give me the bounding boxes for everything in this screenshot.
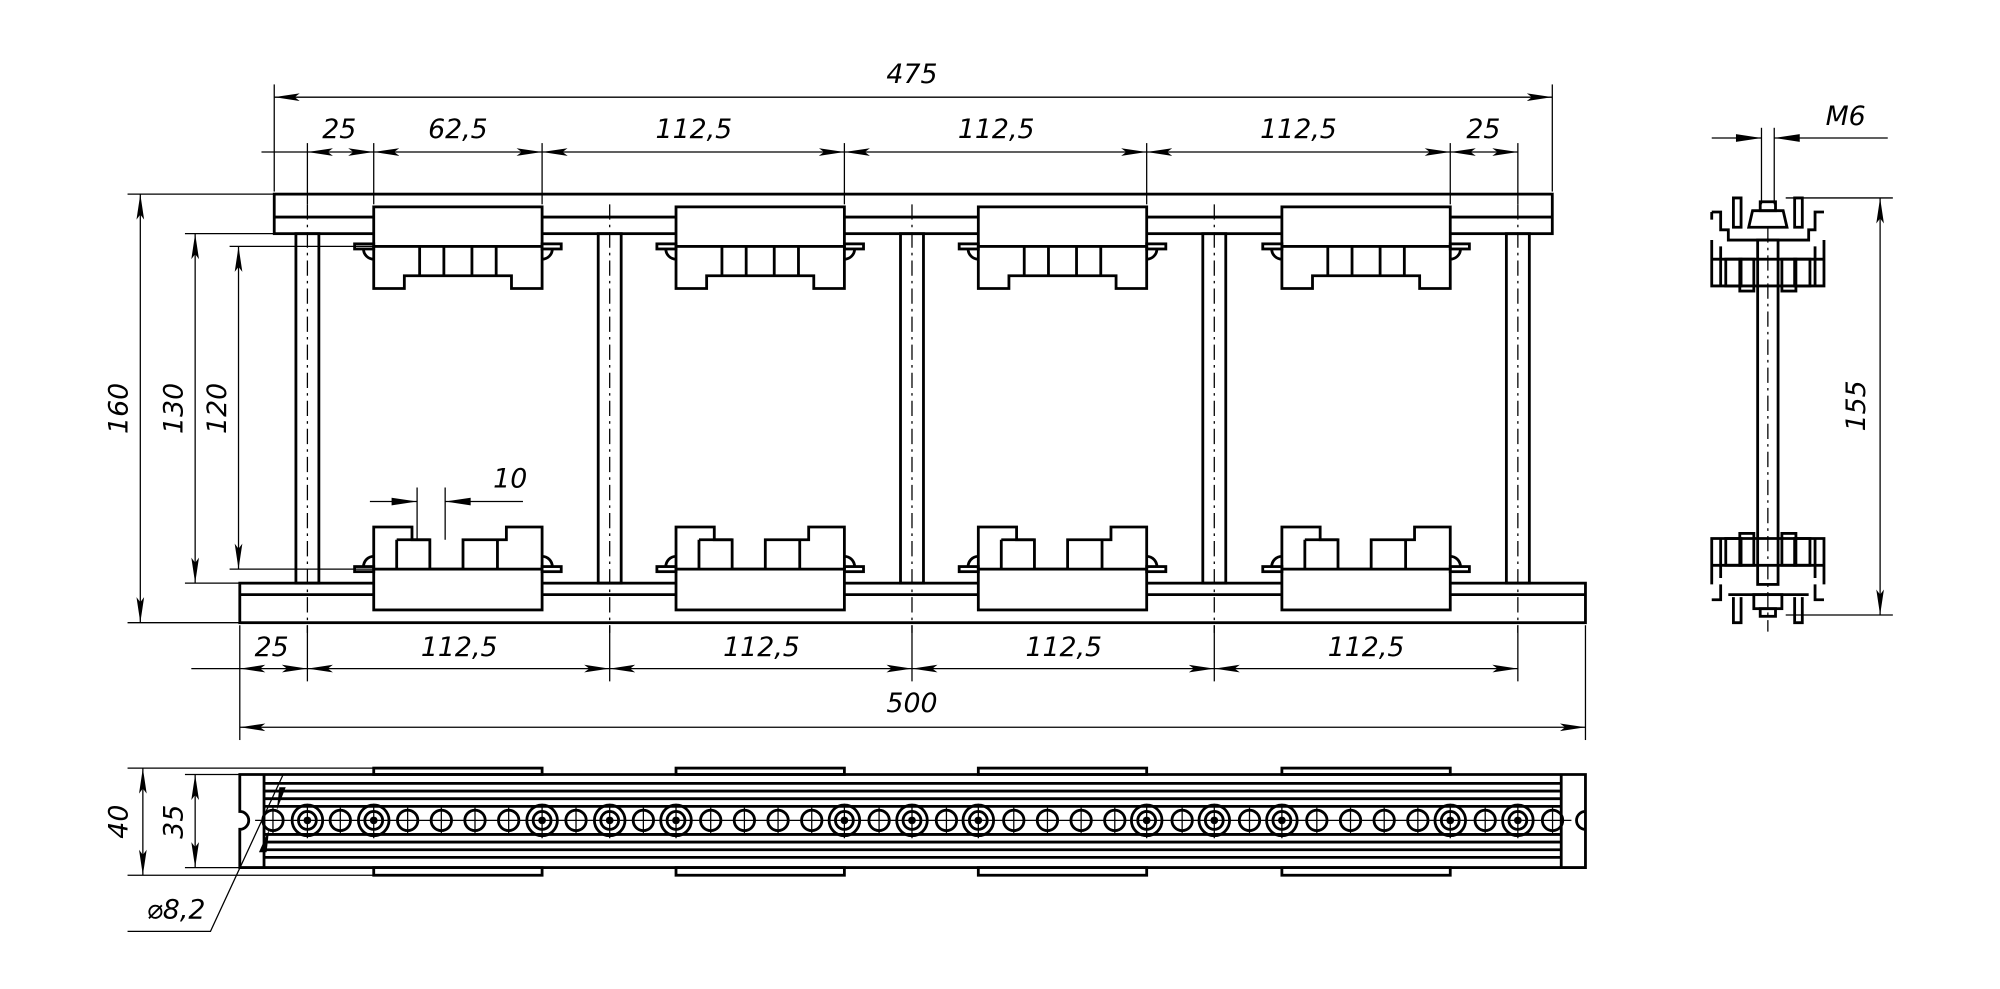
clamp-block-top — [1280, 205, 1452, 248]
dim-overall-length: 475 — [886, 59, 937, 90]
side-clamp-rib — [1738, 257, 1756, 293]
dim-bottom-seg-1: 25 — [255, 632, 289, 663]
bolt-washer — [655, 242, 678, 251]
dim-hole-diameter: ⌀8,2 — [147, 895, 206, 926]
side-clamp-rib — [1780, 532, 1798, 567]
bolt-washer — [957, 242, 980, 251]
dim-bottom-seg-3: 112,5 — [723, 632, 800, 663]
bolt-washer — [1261, 565, 1284, 574]
dim-base-length: 500 — [886, 688, 937, 719]
dim-top-seg-5: 112,5 — [1260, 114, 1337, 145]
dim-side-height: 155 — [1841, 380, 1872, 431]
arrowhead — [258, 829, 270, 853]
dim-top-seg-1: 25 — [322, 114, 356, 145]
bolt-washer — [1145, 565, 1168, 574]
bolt-washer — [540, 565, 563, 574]
nut-top — [1746, 209, 1789, 229]
dim-bottom-seg-2: 112,5 — [421, 632, 498, 663]
bolt-head — [1450, 554, 1462, 567]
clamp-block-bottom — [674, 567, 846, 612]
arrowhead — [445, 497, 471, 506]
arrowhead — [1774, 134, 1800, 142]
arrowhead — [1735, 134, 1762, 142]
bolt-washer — [1448, 242, 1471, 251]
clamp-teeth-top — [674, 246, 846, 290]
front-view — [238, 192, 1587, 633]
bolt-washer — [1448, 565, 1471, 574]
bolt-washer — [957, 565, 980, 574]
bolt-head — [664, 554, 677, 567]
clamp-block-top — [372, 205, 544, 248]
dim-top-seg-6: 25 — [1466, 114, 1500, 145]
bolt-washer — [1145, 242, 1168, 251]
clamp-teeth-bottom — [674, 525, 846, 571]
side-clamp-outline — [1710, 537, 1826, 585]
bolt-head — [966, 248, 979, 261]
bolt-head — [1450, 248, 1462, 261]
dim-thread: M6 — [1826, 101, 1866, 132]
base-plate — [238, 773, 1587, 869]
bolt-head — [362, 248, 374, 261]
dim-bottom-seg-4: 112,5 — [1025, 632, 1102, 663]
bolt-washer — [655, 565, 678, 574]
dim-height-130: 130 — [158, 383, 189, 434]
dim-top-seg-2: 62,5 — [428, 114, 488, 145]
clamp-block-bottom — [372, 567, 544, 612]
dim-width-outer: 40 — [104, 805, 135, 839]
bolt-washer — [540, 242, 563, 251]
bolt-head — [1270, 248, 1283, 261]
bolt-head — [1270, 554, 1283, 567]
plan-view — [127, 766, 1587, 932]
dim-top-seg-3: 112,5 — [656, 114, 733, 145]
clamp-teeth-top — [1280, 246, 1452, 290]
bolt-head — [541, 554, 554, 567]
bolt-head — [664, 248, 677, 261]
arrowhead — [391, 497, 418, 506]
dim-top-seg-4: 112,5 — [958, 114, 1035, 145]
end-notch — [1575, 810, 1586, 831]
hole-leader — [127, 774, 284, 932]
bolt-head — [966, 554, 979, 567]
clamp-block-bottom — [1280, 567, 1452, 612]
clamp-teeth-bottom — [1280, 525, 1452, 571]
front-view-dimensions — [127, 84, 1587, 741]
side-clamp-rib — [1780, 257, 1798, 293]
bolt-head — [362, 554, 374, 567]
bolt-washer — [842, 565, 865, 574]
dim-height-160: 160 — [104, 383, 135, 434]
bolt-head — [844, 554, 856, 567]
clamp-block-top — [976, 205, 1149, 248]
clamp-teeth-top — [976, 246, 1149, 290]
bolt-washer — [842, 242, 865, 251]
bolt-head — [1146, 554, 1159, 567]
clamp-teeth-bottom — [976, 525, 1149, 571]
bolt-head — [1146, 248, 1159, 261]
dim-slot-width: 10 — [493, 463, 527, 494]
dim-width-inner: 35 — [158, 805, 189, 839]
dim-height-120: 120 — [202, 383, 233, 434]
side-bottom-lugs — [1732, 597, 1804, 625]
dim-bottom-seg-5: 112,5 — [1328, 632, 1405, 663]
bolt-washer — [1261, 242, 1284, 251]
bolt-end-bottom — [1758, 607, 1777, 618]
bolt-head — [541, 248, 554, 261]
side-view — [1710, 127, 1893, 632]
clamp-block-top — [674, 205, 846, 248]
side-clamp-rib — [1738, 532, 1756, 567]
clamp-teeth-top — [372, 246, 544, 290]
bolt-head — [844, 248, 856, 261]
clamp-teeth-bottom — [372, 525, 544, 571]
bolt-end-top — [1758, 200, 1777, 213]
clamp-block-bottom — [976, 567, 1149, 612]
